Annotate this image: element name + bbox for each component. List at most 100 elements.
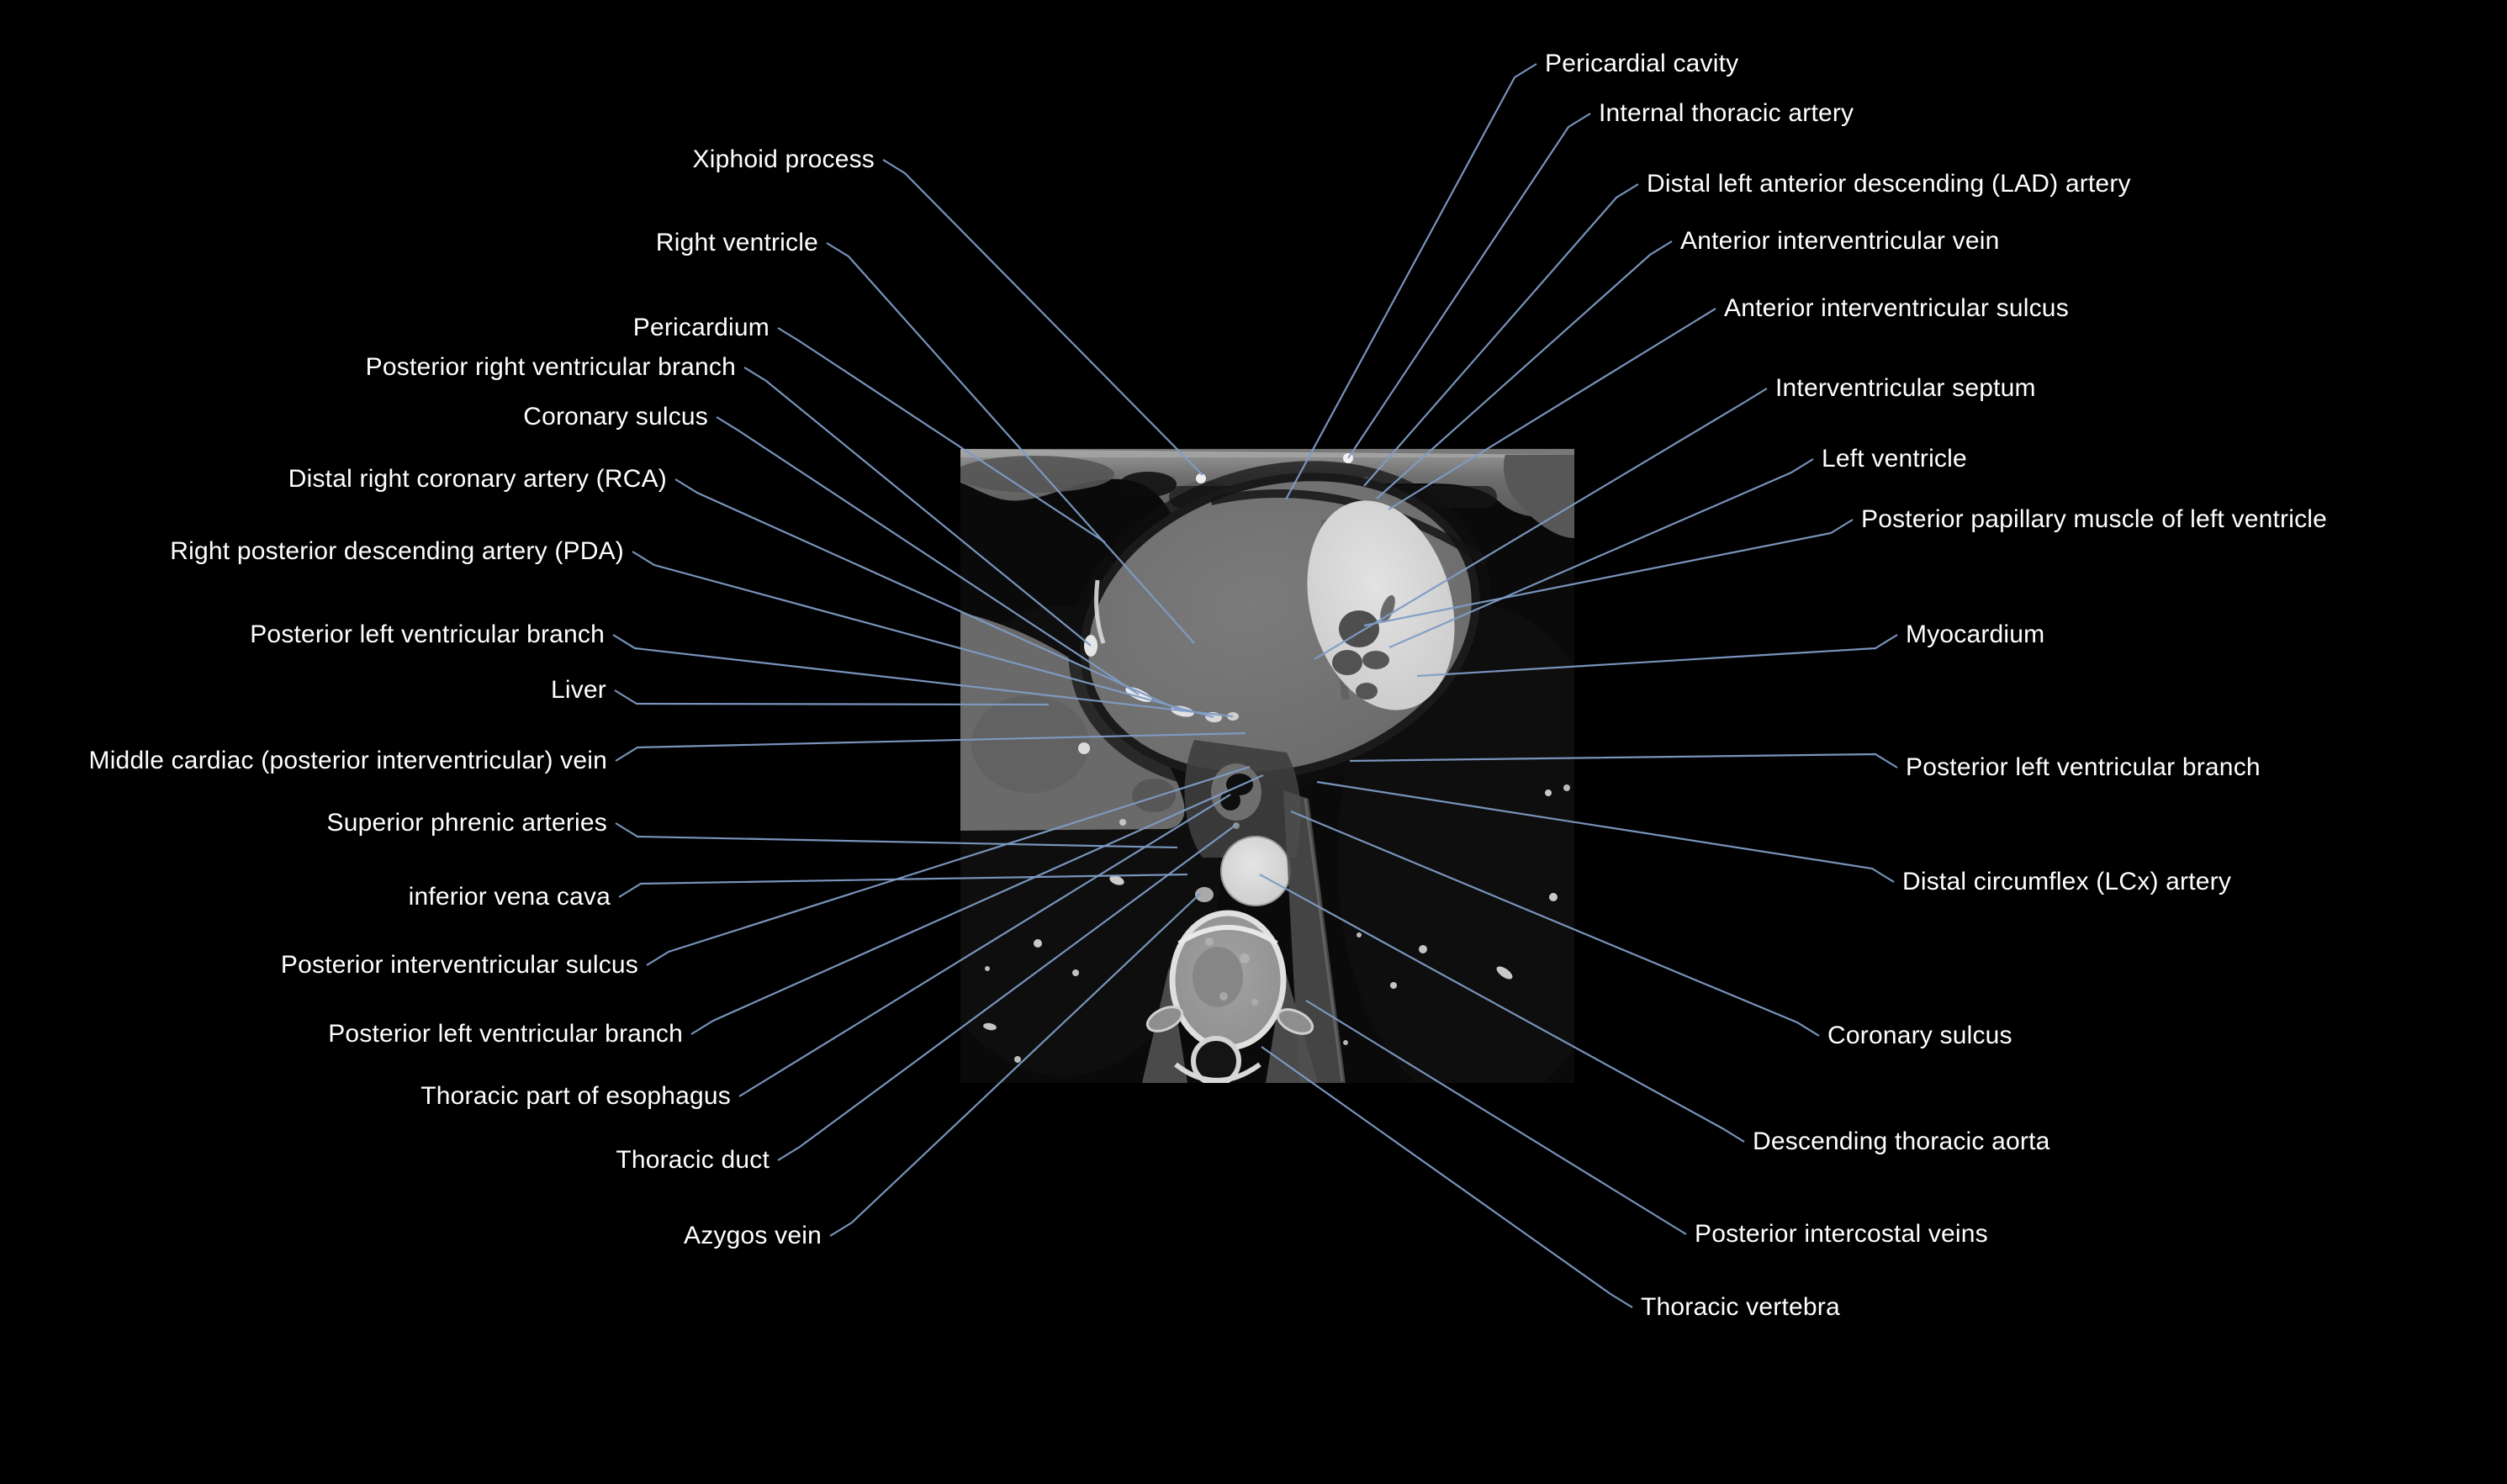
esophagus-lumen bbox=[1220, 790, 1240, 811]
anterior-pericardium-line bbox=[1209, 489, 1489, 566]
lung-vessel-dot bbox=[1549, 893, 1558, 901]
leader-line-left-4 bbox=[716, 416, 1140, 695]
annotation-label-left-9: Middle cardiac (posterior interventricul… bbox=[88, 747, 607, 774]
annotation-label-left-4: Coronary sulcus bbox=[523, 403, 708, 430]
descending-aorta bbox=[1220, 836, 1291, 906]
papillary-muscle-4 bbox=[1356, 683, 1378, 700]
annotation-label-left-5: Distal right coronary artery (RCA) bbox=[288, 465, 667, 493]
vertebral-texture bbox=[1193, 947, 1243, 1007]
lung-vessel-dot bbox=[1545, 790, 1552, 796]
leader-line-right-8 bbox=[1416, 634, 1898, 678]
chest-wall-right-curtain bbox=[1503, 455, 1574, 538]
leader-lines bbox=[612, 63, 1898, 1308]
annotation-label-right-2: Distal left anterior descending (LAD) ar… bbox=[1647, 170, 2131, 198]
annotation-label-right-6: Left ventricle bbox=[1822, 445, 1967, 473]
annotation-label-left-2: Pericardium bbox=[632, 314, 770, 341]
lv-trabecular-slit bbox=[1380, 594, 1395, 623]
vertebral-speck bbox=[1219, 992, 1228, 1001]
coronary-vessel-dot bbox=[1078, 742, 1090, 754]
leader-line-left-3 bbox=[743, 367, 1092, 647]
transverse-process-right bbox=[1276, 1008, 1314, 1035]
lung-vessel-dot bbox=[1119, 819, 1126, 826]
annotation-label-right-11: Coronary sulcus bbox=[1827, 1022, 2012, 1049]
lung-vessel-dot bbox=[1034, 939, 1042, 948]
annotation-label-right-3: Anterior interventricular vein bbox=[1680, 227, 2000, 255]
leader-line-left-11 bbox=[618, 873, 1188, 898]
vertebral-speck bbox=[1240, 953, 1250, 964]
leader-line-right-9 bbox=[1349, 753, 1898, 768]
annotation-label-right-5: Interventricular septum bbox=[1775, 374, 2036, 402]
esophagus-lumen bbox=[1226, 774, 1253, 795]
leader-line-right-2 bbox=[1363, 183, 1639, 487]
pleural-edge-line bbox=[1304, 798, 1344, 1082]
lung-vessel-dot bbox=[1343, 1040, 1348, 1045]
leader-line-right-0 bbox=[1285, 63, 1537, 500]
annotation-label-right-12: Descending thoracic aorta bbox=[1753, 1128, 2050, 1155]
annotation-label-left-1: Right ventricle bbox=[655, 229, 818, 256]
annotation-label-right-4: Anterior interventricular sulcus bbox=[1724, 294, 2069, 322]
annotation-label-left-6: Right posterior descending artery (PDA) bbox=[170, 537, 624, 565]
leader-line-left-12 bbox=[646, 765, 1251, 966]
lung-vessel-dot bbox=[1419, 945, 1427, 953]
ct-scan bbox=[960, 448, 1574, 1083]
pericardial-fat-rim bbox=[1068, 461, 1492, 792]
leader-line-left-13 bbox=[690, 774, 1264, 1035]
leader-line-left-7 bbox=[612, 634, 1234, 718]
leader-line-right-3 bbox=[1376, 240, 1673, 499]
inferior-vena-cava-region bbox=[1132, 779, 1176, 812]
lung-vessel-dot bbox=[1390, 982, 1397, 989]
leader-line-right-14 bbox=[1261, 1046, 1633, 1308]
leader-line-left-15 bbox=[777, 823, 1238, 1161]
liver-texture bbox=[971, 695, 1089, 793]
annotation-label-left-11: inferior vena cava bbox=[408, 883, 611, 911]
annotation-label-left-8: Liver bbox=[550, 676, 606, 704]
annotation-label-left-10: Superior phrenic arteries bbox=[326, 809, 607, 837]
annotation-label-left-7: Posterior left ventricular branch bbox=[250, 621, 605, 648]
lung-vessel-dot bbox=[983, 1022, 997, 1031]
lung-vessel-dot bbox=[1014, 1056, 1021, 1063]
leader-line-left-16 bbox=[829, 892, 1202, 1237]
leader-line-left-2 bbox=[777, 327, 1106, 543]
leader-line-left-6 bbox=[632, 551, 1214, 719]
annotation-label-left-0: Xiphoid process bbox=[692, 145, 875, 173]
lamina-arc bbox=[1174, 1062, 1261, 1083]
chest-wall-notch bbox=[1119, 472, 1177, 497]
lung-vessel-dot bbox=[985, 966, 990, 971]
papillary-muscle-2 bbox=[1332, 650, 1362, 675]
pectoral-muscle bbox=[960, 456, 1114, 493]
vertebral-speck bbox=[1251, 999, 1258, 1006]
annotation-label-left-3: Posterior right ventricular branch bbox=[365, 353, 736, 381]
annotation-label-right-14: Thoracic vertebra bbox=[1641, 1293, 1840, 1321]
azygos-vein-dot bbox=[1195, 887, 1214, 902]
subcutaneous-fat-line bbox=[960, 449, 1574, 457]
pleural-band bbox=[1283, 790, 1346, 1083]
annotation-label-left-13: Posterior left ventricular branch bbox=[328, 1020, 683, 1048]
leader-line-left-14 bbox=[738, 794, 1231, 1097]
annotation-label-right-1: Internal thoracic artery bbox=[1599, 99, 1854, 127]
annotation-label-right-9: Posterior left ventricular branch bbox=[1906, 753, 2261, 781]
lung-vessel-dot bbox=[1357, 932, 1362, 937]
vertebral-speck bbox=[1205, 937, 1214, 946]
leader-line-left-9 bbox=[615, 731, 1246, 762]
leader-line-right-10 bbox=[1316, 780, 1895, 883]
annotation-label-right-0: Pericardial cavity bbox=[1545, 50, 1739, 77]
lung-vessel-dot bbox=[1496, 966, 1513, 980]
annotation-label-left-16: Azygos vein bbox=[684, 1222, 822, 1249]
annotation-label-left-12: Posterior interventricular sulcus bbox=[280, 951, 638, 979]
annotation-label-right-10: Distal circumflex (LCx) artery bbox=[1902, 868, 2232, 895]
leader-line-left-1 bbox=[826, 242, 1195, 644]
leader-line-left-0 bbox=[882, 159, 1203, 476]
vertebral-endplate bbox=[1177, 925, 1278, 946]
spinal-canal bbox=[1191, 1036, 1241, 1083]
leader-line-right-1 bbox=[1347, 113, 1591, 459]
leader-line-right-5 bbox=[1314, 388, 1768, 660]
leader-line-right-6 bbox=[1388, 458, 1814, 649]
leader-line-right-12 bbox=[1259, 874, 1745, 1143]
leader-line-left-10 bbox=[615, 822, 1178, 849]
lung-vessel-dot bbox=[1563, 784, 1570, 791]
leader-line-right-11 bbox=[1290, 810, 1820, 1037]
leader-line-right-4 bbox=[1388, 308, 1716, 510]
pericardium-bright-arc bbox=[1094, 579, 1106, 644]
